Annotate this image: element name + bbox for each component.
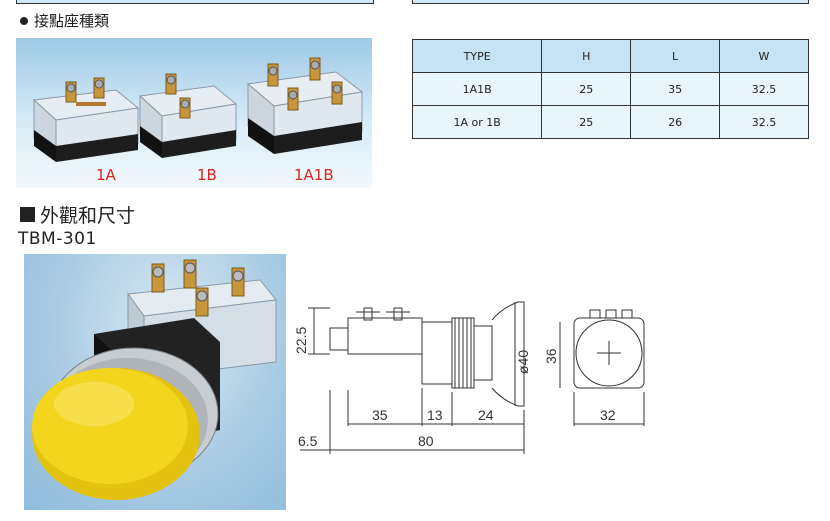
model-number: TBM-301: [18, 229, 97, 249]
cell-l: 35: [630, 72, 720, 106]
contact-block-dimension-table: TYPE H L W 1A1B 25 35 32.5 1A or 1B 25 2…: [411, 39, 810, 139]
dim-35: 35: [372, 407, 388, 423]
side-view: [329, 301, 525, 407]
mushroom-push-button-illustration: [32, 259, 277, 500]
label-1a1b: 1A1B: [294, 166, 334, 184]
contact-block-1a1b: [246, 57, 364, 154]
contact-blocks-illustration: [32, 57, 364, 162]
table-row: 1A or 1B 25 26 32.5: [411, 105, 810, 139]
cell-type: 1A or 1B: [411, 105, 543, 139]
bullet-icon: [20, 16, 28, 25]
label-1a: 1A: [96, 166, 116, 184]
dimension-lines: [300, 302, 561, 454]
previous-table-edge-left: [16, 0, 374, 4]
dim-13: 13: [427, 407, 443, 423]
dim-diameter-40: ø40: [515, 350, 531, 374]
square-bullet-icon: [20, 207, 35, 222]
push-button-photo: [24, 254, 286, 510]
contact-blocks-photo: 1A 1B 1A1B: [16, 38, 372, 188]
dim-22-5: 22.5: [293, 327, 309, 354]
dim-24: 24: [478, 407, 494, 423]
header-h: H: [541, 39, 632, 73]
front-view: [573, 309, 645, 426]
contact-block-1a: [32, 77, 140, 162]
dim-32: 32: [600, 407, 616, 423]
cell-h: 25: [541, 105, 632, 139]
dim-6-5: 6.5: [298, 433, 318, 449]
dim-80: 80: [418, 433, 434, 449]
header-l: L: [630, 39, 720, 73]
dim-36: 36: [543, 348, 559, 364]
previous-table-edge-right: [412, 0, 809, 4]
appearance-dimensions-heading: 外觀和尺寸: [20, 201, 135, 228]
contact-block-types-title: 接點座種類: [34, 12, 110, 30]
cell-w: 32.5: [718, 105, 810, 139]
table-header-row: TYPE H L W: [411, 39, 810, 73]
dimension-drawing-svg: 22.5 ø40 36 35 13 24 6.5 80 32: [293, 301, 645, 454]
cell-type: 1A1B: [411, 72, 543, 106]
header-type: TYPE: [411, 39, 543, 73]
cell-h: 25: [541, 72, 632, 106]
contact-block-1b: [138, 73, 238, 158]
cell-w: 32.5: [718, 72, 810, 106]
header-w: W: [718, 39, 810, 73]
appearance-dimensions-title: 外觀和尺寸: [40, 205, 136, 227]
label-1b: 1B: [197, 166, 217, 184]
table-row: 1A1B 25 35 32.5: [411, 72, 810, 106]
dimension-drawing: 22.5 ø40 36 35 13 24 6.5 80 32: [290, 282, 670, 462]
contact-block-types-heading: 接點座種類: [20, 10, 109, 31]
cell-l: 26: [630, 105, 720, 139]
